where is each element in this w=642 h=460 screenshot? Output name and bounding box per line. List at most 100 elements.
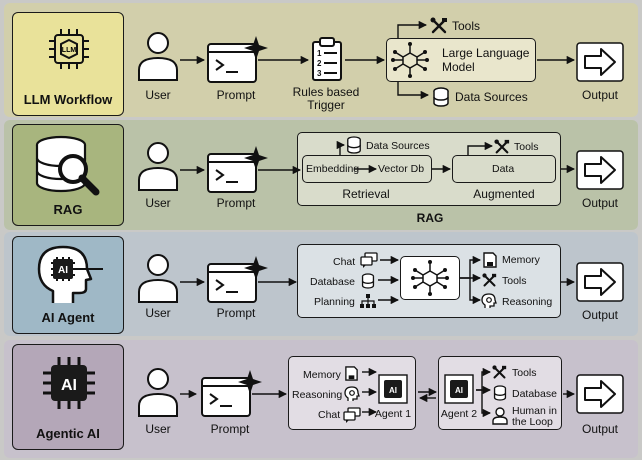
network-node-icon	[390, 40, 430, 80]
user-icon	[136, 30, 180, 82]
llm-workflow-card: LLM LLM Workflow	[12, 12, 124, 116]
llm-model-label: Large Language Model	[442, 46, 529, 74]
svg-text:3: 3	[317, 69, 322, 78]
output-arrow-icon	[576, 262, 624, 302]
agentic-ai-title: Agentic AI	[36, 426, 100, 441]
agent-user-label: User	[145, 306, 171, 320]
chip-icon: LLM	[45, 25, 93, 73]
svg-text:AI: AI	[58, 265, 68, 276]
agentic-user-label: User	[145, 422, 171, 436]
network-node-icon	[410, 258, 450, 298]
ai-agent-card: AI AI Agent	[12, 236, 124, 334]
human-line2: the Loop	[512, 416, 553, 428]
model-line1: Large Language	[442, 46, 530, 60]
trigger-line2: Trigger	[307, 98, 345, 112]
user-icon	[136, 140, 180, 192]
agent-output-label: Output	[581, 308, 619, 322]
svg-text:2: 2	[317, 59, 322, 68]
svg-text:AI: AI	[455, 386, 463, 395]
llm-tools-label: Tools	[452, 19, 481, 33]
hierarchy-icon	[360, 294, 376, 308]
rag-title: RAG	[53, 202, 83, 217]
agentic-database-label: Database	[512, 388, 557, 400]
prompt-window-icon	[206, 256, 268, 304]
model-line2: Model	[442, 60, 475, 74]
agent-reasoning-label: Reasoning	[502, 296, 553, 308]
llm-user-label: User	[145, 88, 171, 102]
agent-prompt-label: Prompt	[216, 306, 256, 320]
database-icon	[361, 273, 375, 289]
database-search-icon	[33, 135, 103, 199]
llm-output-label: Output	[581, 88, 619, 102]
trigger-line1: Rules based	[292, 85, 360, 99]
prompt-window-icon	[206, 146, 268, 194]
memory-card-icon	[482, 252, 498, 268]
retrieval-box	[302, 155, 432, 183]
agentic-reasoning-label: Reasoning	[292, 389, 343, 401]
agent-planning-label: Planning	[314, 296, 355, 308]
data-label: Data	[492, 163, 515, 175]
vector-db-label: Vector Db	[378, 163, 425, 175]
tools-icon	[494, 139, 510, 155]
ai-agent-title: AI Agent	[41, 310, 95, 325]
llm-workflow-title: LLM Workflow	[23, 92, 113, 107]
agent-tools-label: Tools	[502, 275, 527, 287]
agent-chat-label: Chat	[333, 256, 356, 268]
output-arrow-icon	[576, 42, 624, 82]
svg-text:LLM: LLM	[62, 47, 77, 54]
database-icon	[432, 87, 450, 107]
agentic-chat-label: Chat	[318, 409, 341, 421]
output-arrow-icon	[576, 374, 624, 414]
database-icon	[346, 136, 362, 154]
rag-tools-label: Tools	[514, 141, 539, 153]
agentic-prompt-label: Prompt	[210, 422, 250, 436]
tools-icon	[482, 273, 497, 288]
ai-head-icon: AI	[33, 243, 105, 305]
human-icon	[492, 407, 508, 425]
rag-group-label: RAG	[416, 211, 444, 225]
output-arrow-icon	[576, 150, 624, 190]
rag-user-label: User	[145, 196, 171, 210]
prompt-window-icon	[200, 370, 262, 418]
ai-chip-icon: AI	[41, 355, 97, 411]
rag-data-sources-label: Data Sources	[366, 140, 430, 152]
chat-icon	[343, 407, 361, 423]
agent2-label: Agent 2	[440, 408, 478, 420]
llm-data-sources-label: Data Sources	[455, 90, 528, 104]
chat-icon	[360, 252, 378, 268]
human-line1: Human in	[512, 405, 557, 417]
agentic-output-label: Output	[581, 422, 619, 436]
reasoning-head-icon	[344, 386, 360, 402]
database-icon	[493, 385, 507, 401]
user-icon	[136, 252, 180, 304]
svg-text:1: 1	[317, 49, 322, 58]
agent-memory-label: Memory	[502, 254, 540, 266]
rag-prompt-label: Prompt	[216, 196, 256, 210]
augmented-label: Augmented	[473, 187, 535, 201]
augmented-box	[452, 155, 556, 183]
user-icon	[136, 366, 180, 418]
embedding-label: Embedding	[306, 163, 360, 175]
agent1-label: Agent 1	[374, 408, 412, 420]
reasoning-head-icon	[481, 293, 497, 309]
agentic-memory-label: Memory	[303, 369, 341, 381]
llm-trigger-label: Rules based Trigger	[293, 86, 360, 112]
rag-output-label: Output	[581, 196, 619, 210]
rag-card: RAG	[12, 124, 124, 226]
agentic-ai-card: AI Agentic AI	[12, 344, 124, 450]
llm-prompt-label: Prompt	[216, 88, 256, 102]
tools-icon	[492, 365, 507, 380]
ai-chip-icon: AI	[444, 374, 474, 404]
memory-card-icon	[344, 366, 359, 381]
prompt-window-icon	[206, 36, 268, 84]
ai-chip-icon: AI	[378, 374, 408, 404]
agent-database-label: Database	[310, 276, 355, 288]
tools-icon	[430, 17, 448, 35]
agentic-tools-label: Tools	[512, 367, 537, 379]
svg-text:AI: AI	[389, 386, 397, 395]
retrieval-label: Retrieval	[342, 187, 390, 201]
svg-text:AI: AI	[61, 377, 77, 394]
human-in-loop-label: Human in the Loop	[512, 406, 557, 428]
